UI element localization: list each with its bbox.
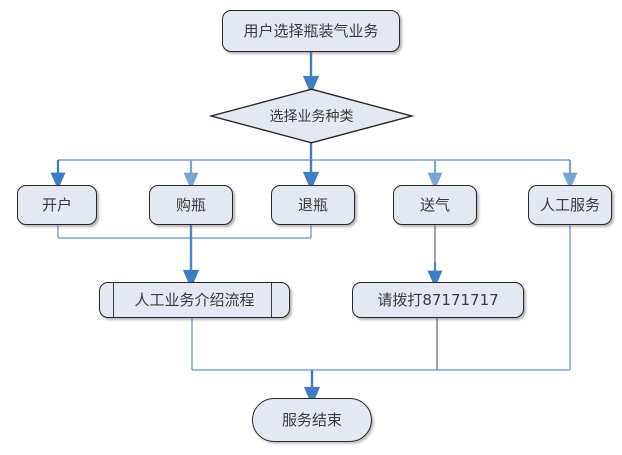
node-manual-process[interactable]: 人工业务介绍流程 xyxy=(99,282,290,318)
node-end-label: 服务结束 xyxy=(281,410,342,429)
decision-diamond-shape xyxy=(208,88,415,144)
node-decision-label: 选择业务种类 xyxy=(269,109,354,125)
node-option-open-account-label: 开户 xyxy=(41,195,72,214)
node-option-manual-service[interactable]: 人工服务 xyxy=(528,185,612,225)
predefined-process-left-bar xyxy=(113,283,114,317)
node-start-label: 用户选择瓶装气业务 xyxy=(243,21,379,40)
node-decision[interactable]: 选择业务种类 xyxy=(208,88,415,144)
node-option-return-bottle-label: 退瓶 xyxy=(297,195,328,214)
node-option-open-account[interactable]: 开户 xyxy=(17,185,97,225)
node-call-notice-label: 请拨打87171717 xyxy=(377,290,499,309)
predefined-process-right-bar xyxy=(271,283,272,317)
node-start[interactable]: 用户选择瓶装气业务 xyxy=(222,10,400,52)
node-option-manual-service-label: 人工服务 xyxy=(539,195,600,214)
node-option-return-bottle[interactable]: 退瓶 xyxy=(271,185,355,225)
node-call-notice[interactable]: 请拨打87171717 xyxy=(352,282,524,318)
node-option-buy-bottle[interactable]: 购瓶 xyxy=(149,185,233,225)
node-manual-process-label: 人工业务介绍流程 xyxy=(134,290,255,309)
node-option-deliver-gas-label: 送气 xyxy=(419,195,450,214)
node-option-deliver-gas[interactable]: 送气 xyxy=(393,185,477,225)
node-option-buy-bottle-label: 购瓶 xyxy=(175,195,206,214)
node-end[interactable]: 服务结束 xyxy=(252,398,372,442)
